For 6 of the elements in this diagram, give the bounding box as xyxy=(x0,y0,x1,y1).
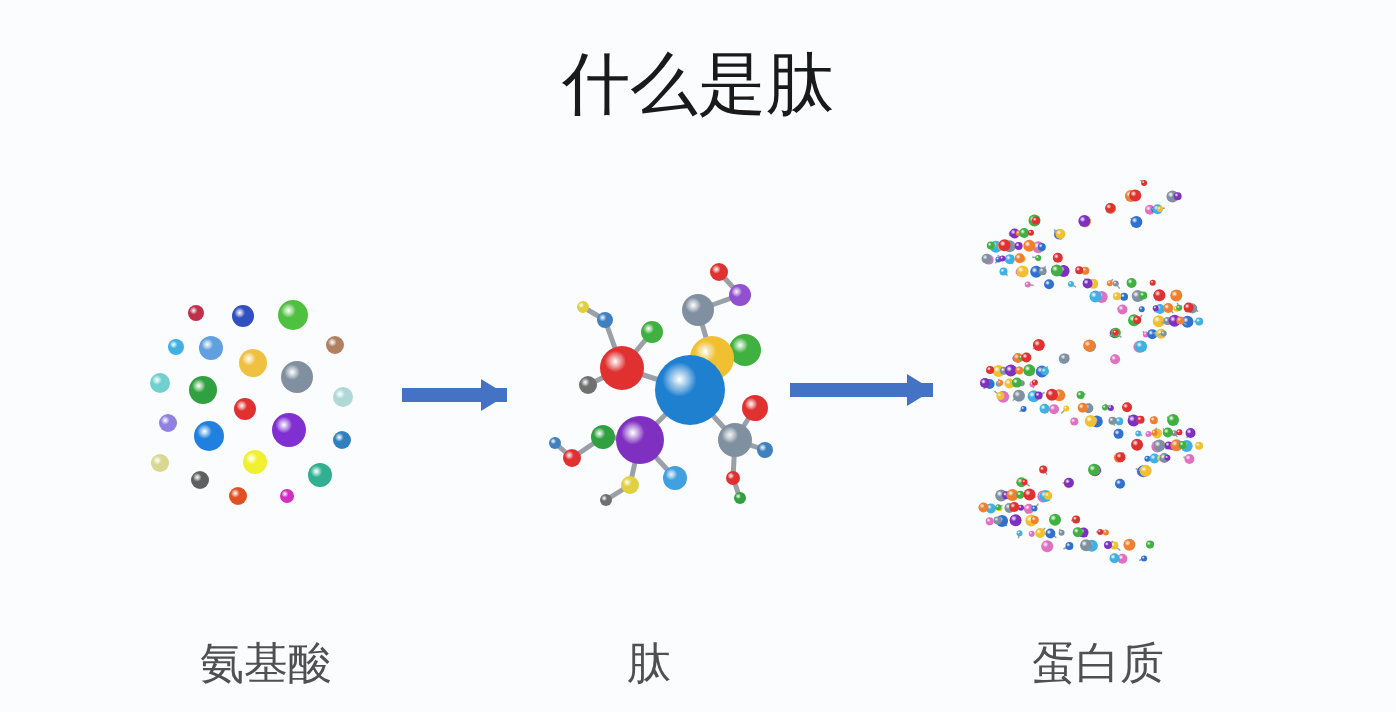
arrow xyxy=(790,374,933,406)
node-label: 蛋白质 xyxy=(1032,641,1164,685)
node-label: 氨基酸 xyxy=(200,641,332,685)
arrow xyxy=(402,379,507,411)
node-label: 肽 xyxy=(626,641,671,685)
title: 什么是肽 xyxy=(561,50,835,118)
